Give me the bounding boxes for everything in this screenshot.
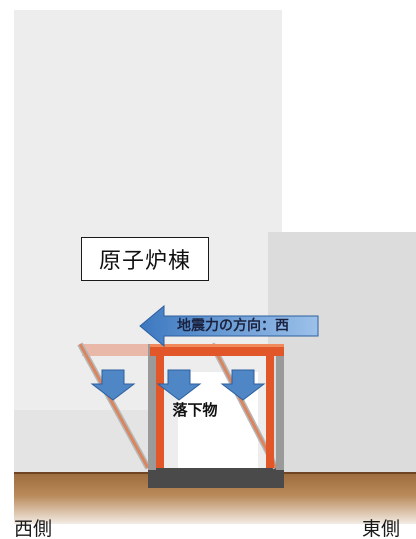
falling-debris-label: 落下物 <box>172 400 218 419</box>
falling-arrow-middle <box>156 369 202 401</box>
reactor-building-label: 原子炉棟 <box>81 237 209 281</box>
west-side-label: 西側 <box>14 518 53 539</box>
east-side-label: 東側 <box>362 518 401 539</box>
falling-arrow-right <box>220 369 266 401</box>
seismic-force-arrow <box>139 304 319 348</box>
falling-arrow-left <box>90 369 136 401</box>
annex-building <box>268 232 416 476</box>
building-lower-band <box>14 410 154 476</box>
seismic-force-label: 地震力の方向：西 <box>177 318 289 334</box>
foundation-slab <box>148 468 284 488</box>
diagonal-braces <box>77 342 279 470</box>
steel-frame <box>148 344 284 470</box>
